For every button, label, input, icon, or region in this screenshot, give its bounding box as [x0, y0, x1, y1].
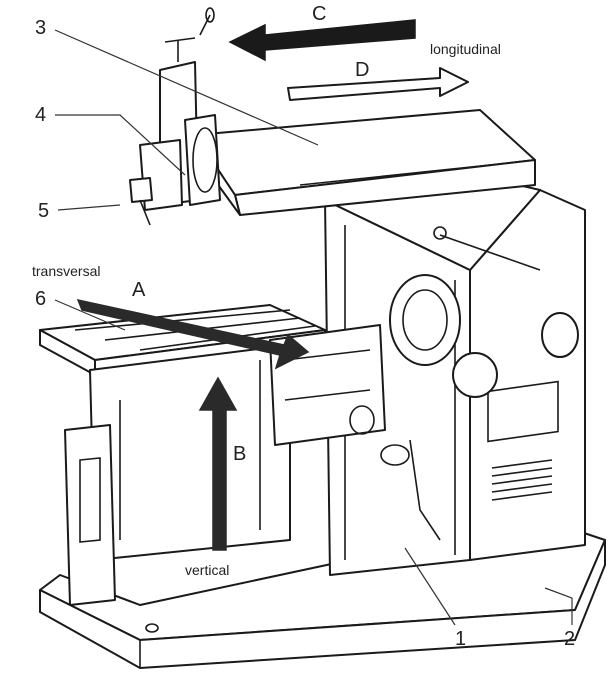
arrow-a-letter: A: [132, 279, 146, 301]
arrow-b: [198, 376, 238, 551]
tool-head: [129, 7, 221, 226]
arrow-d-shape: [287, 67, 469, 101]
arrow-b-letter: B: [233, 443, 246, 465]
arrow-d: [287, 67, 469, 101]
leader-6: [54, 299, 126, 331]
arrow-b-word: vertical: [185, 562, 229, 578]
leader-4: [55, 114, 186, 176]
feed-mechanism: [349, 226, 579, 541]
leader-2: [544, 587, 573, 625]
part-label-6: 6: [35, 288, 46, 310]
arrow-a: [76, 298, 310, 370]
arrow-d-letter: D: [355, 59, 369, 81]
part-label-1: 1: [455, 628, 466, 650]
arrow-c-letter: C: [312, 3, 326, 25]
leader-1: [404, 547, 456, 626]
arrow-a-word: transversal: [32, 263, 100, 279]
arrow-c: [228, 19, 416, 62]
part-label-4: 4: [35, 104, 46, 126]
arrow-d-word: longitudinal: [430, 41, 501, 57]
table-support: [64, 424, 116, 606]
part-label-5: 5: [38, 200, 49, 222]
arrow-c-shape: [228, 19, 416, 62]
arrow-b-shape: [198, 376, 238, 551]
part-label-2: 2: [564, 628, 575, 650]
part-label-3: 3: [35, 17, 46, 39]
leader-5: [57, 204, 121, 211]
arrow-a-shape: [76, 298, 310, 370]
leader-3: [54, 29, 319, 146]
